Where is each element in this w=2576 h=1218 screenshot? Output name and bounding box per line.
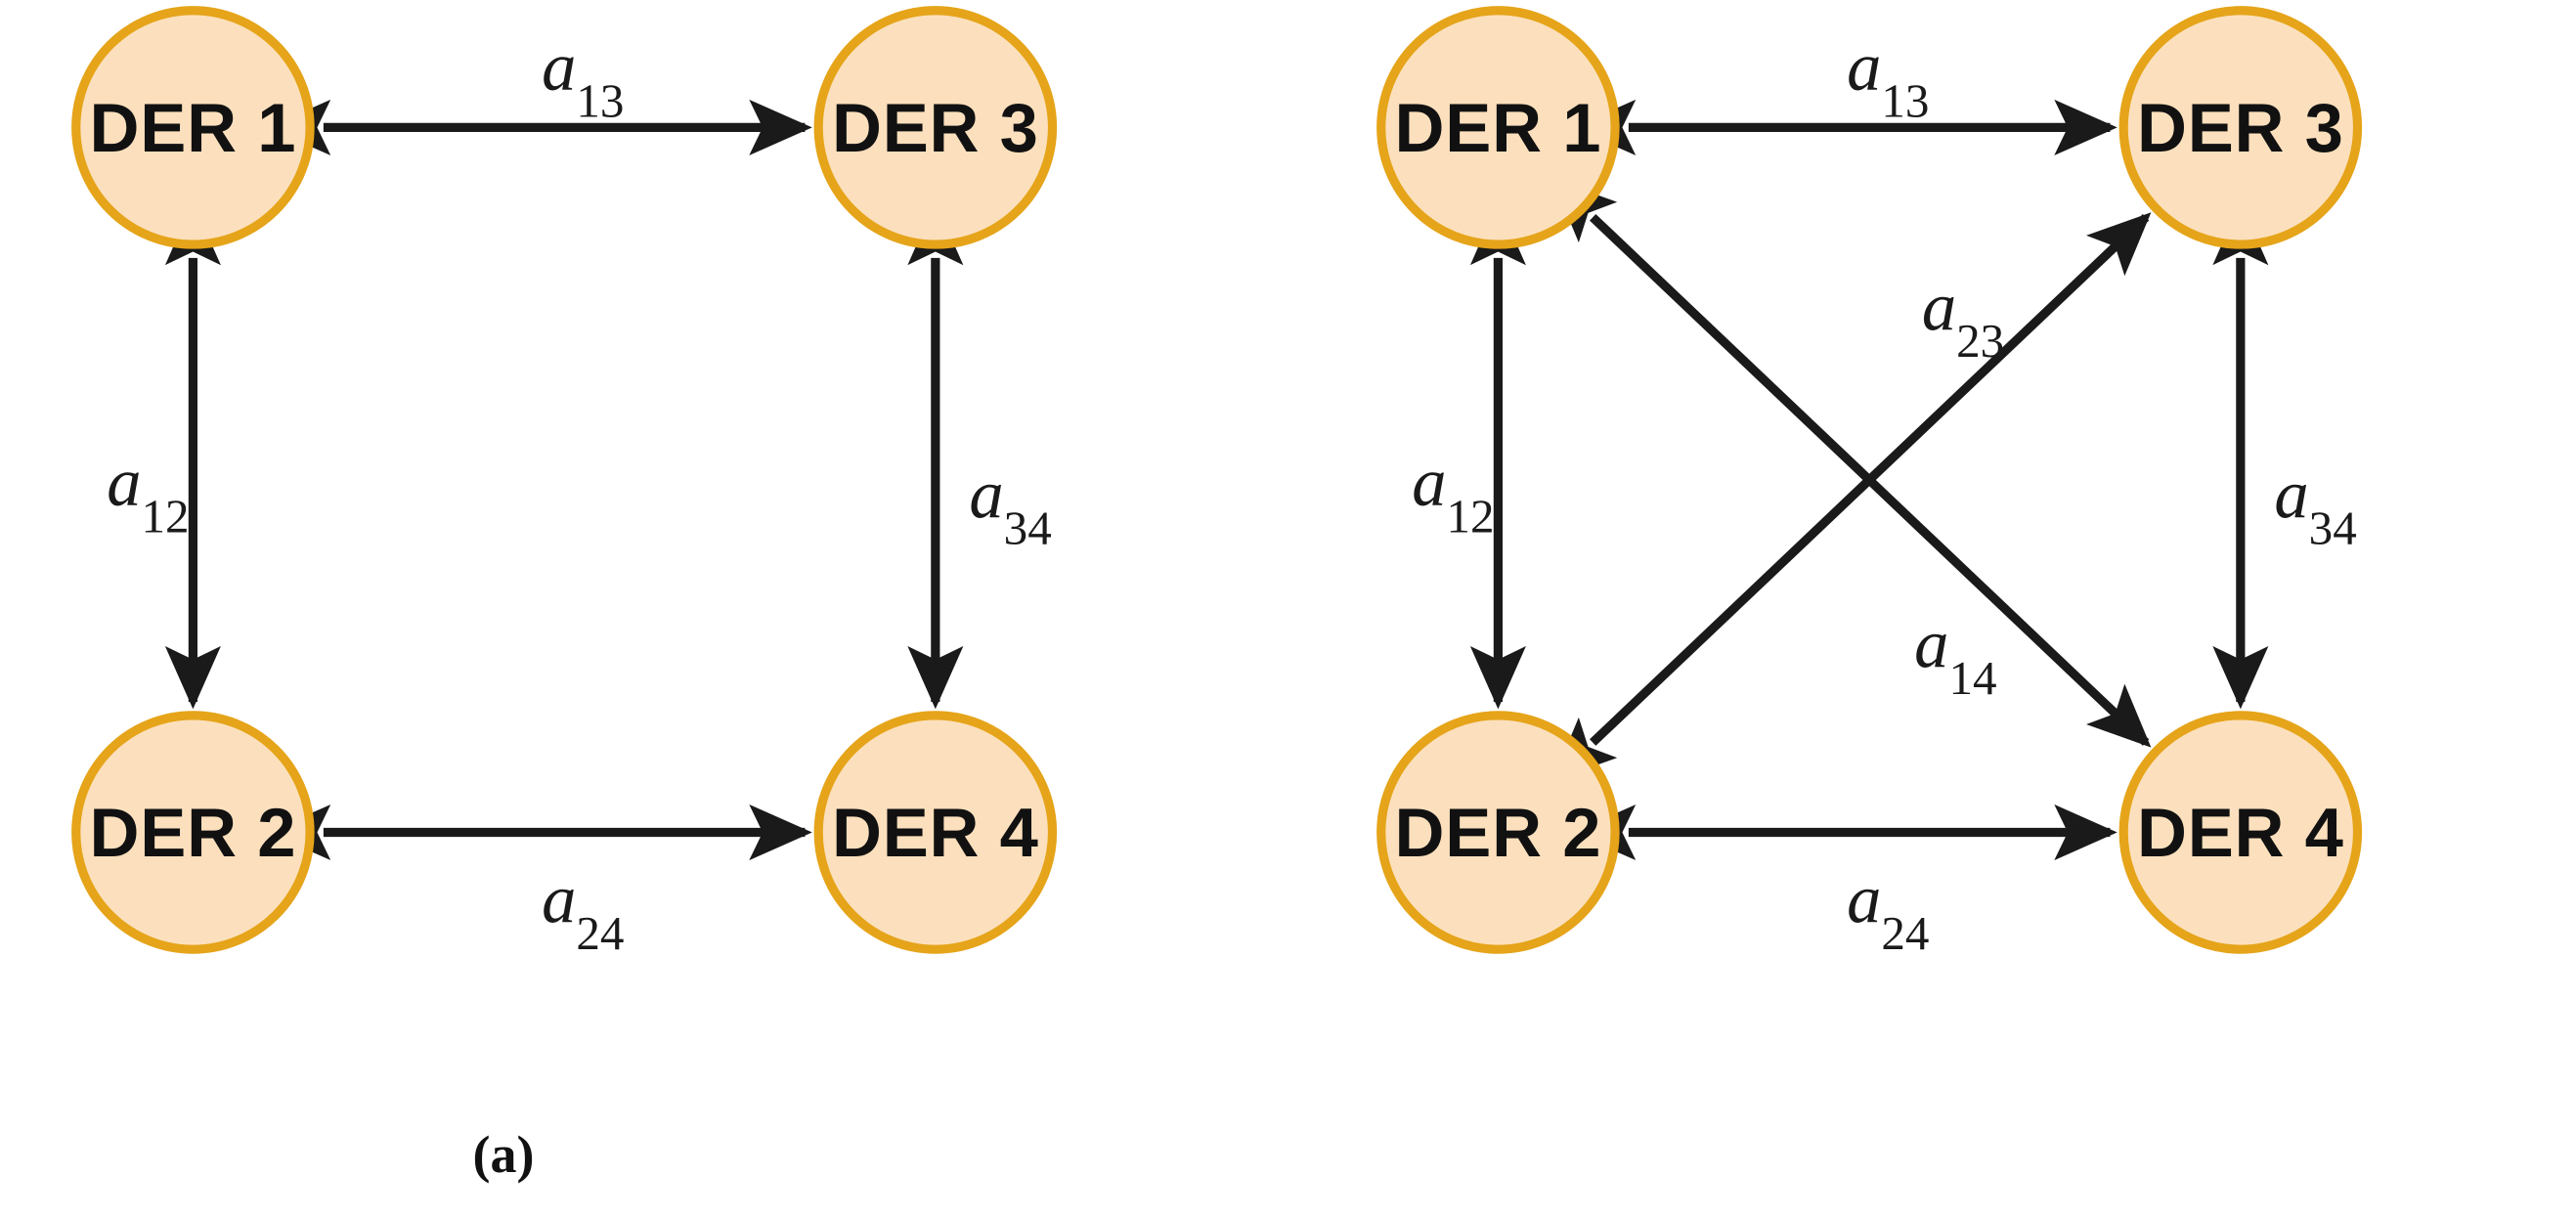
node-der4[interactable]: DER 4 (2118, 711, 2363, 954)
panel-a: DER 1 DER 3 DER 2 DER 4 a13 a12 a34 a24 (a) (0, 0, 1271, 1218)
edge-label-a34: a34 (2274, 457, 2356, 555)
panel-b-edge-labels: a13 a12 a34 a24 a23 a14 (1412, 29, 2357, 960)
node-circle-der3 (2118, 6, 2363, 249)
node-label-der1: DER 1 (1395, 89, 1602, 166)
node-label-der3: DER 3 (832, 89, 1039, 166)
node-circle-der4 (813, 711, 1058, 954)
edge-label-a13: a13 (1847, 29, 1929, 128)
panel-b-nodes: DER 1 DER 3 DER 2 DER 4 (1376, 6, 2363, 954)
edge-label-a24: a24 (1847, 862, 1929, 961)
panel-a-graph: DER 1 DER 3 DER 2 DER 4 a13 a12 a34 a24 (71, 6, 1058, 960)
edge-label-a12: a12 (107, 445, 189, 544)
panel-a-edge-labels: a13 a12 a34 a24 (107, 29, 1052, 960)
panel-a-nodes: DER 1 DER 3 DER 2 DER 4 (71, 6, 1058, 954)
edge-label-a14: a14 (1914, 607, 1996, 706)
node-circle-der2 (1376, 711, 1620, 954)
node-der4[interactable]: DER 4 (813, 711, 1058, 954)
node-der2[interactable]: DER 2 (71, 711, 315, 954)
panel-b-graph: DER 1 DER 3 DER 2 DER 4 a13 a12 a34 a24 a23 a14 (1376, 6, 2363, 960)
edge-label-a23: a23 (1922, 270, 2004, 369)
node-der1[interactable]: DER 1 (1376, 6, 1620, 249)
node-der2[interactable]: DER 2 (1376, 711, 1620, 954)
edge-label-a13: a13 (542, 29, 624, 128)
panel-b-edges (1469, 99, 2269, 861)
node-der3[interactable]: DER 3 (813, 6, 1058, 249)
node-der3[interactable]: DER 3 (2118, 6, 2363, 249)
panel-a-caption: (a) (472, 1125, 535, 1184)
node-circle-der2 (71, 711, 315, 954)
node-circle-der3 (813, 6, 1058, 249)
node-der1[interactable]: DER 1 (71, 6, 315, 249)
edge-label-a12: a12 (1412, 445, 1494, 544)
node-label-der3: DER 3 (2137, 89, 2344, 166)
node-circle-der4 (2118, 711, 2363, 954)
node-label-der1: DER 1 (90, 89, 297, 166)
edge-label-a24: a24 (542, 862, 624, 961)
node-label-der2: DER 2 (90, 794, 297, 871)
node-label-der4: DER 4 (2137, 794, 2344, 871)
node-label-der2: DER 2 (1395, 794, 1602, 871)
edge-a14 (1551, 179, 2152, 748)
node-circle-der1 (1376, 6, 1620, 249)
node-label-der4: DER 4 (832, 794, 1039, 871)
edge-label-a34: a34 (969, 457, 1051, 555)
node-circle-der1 (71, 6, 315, 249)
panel-a-edges (164, 99, 964, 861)
